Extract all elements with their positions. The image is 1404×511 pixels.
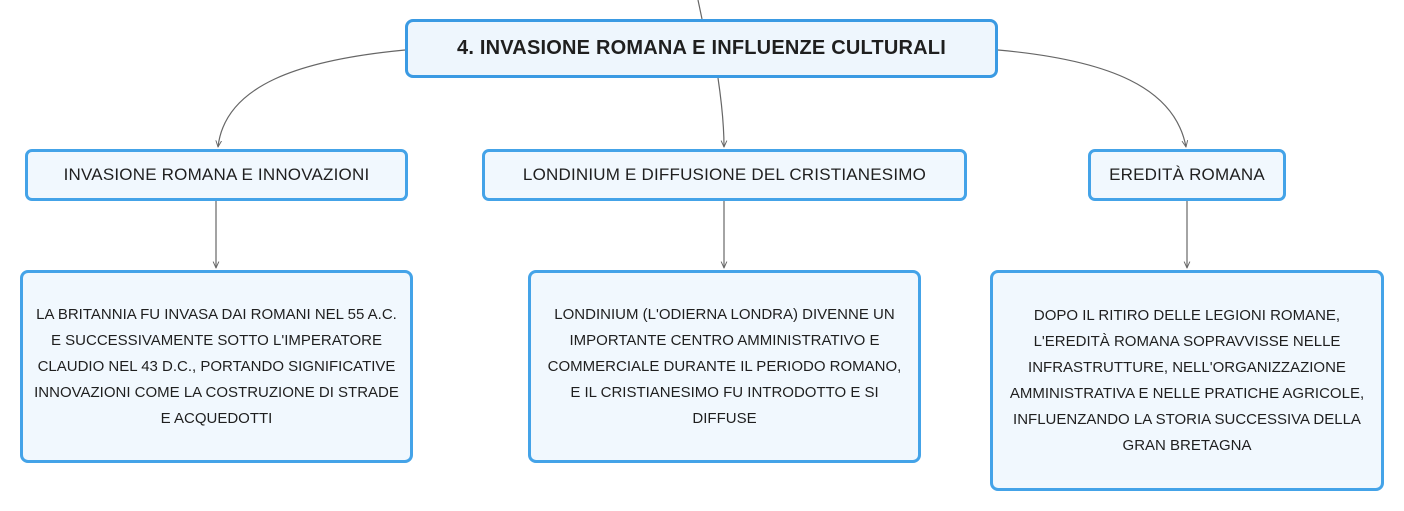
connector-root-to-topic-3 bbox=[997, 49, 1186, 147]
topic-node-label: LONDINIUM E DIFFUSIONE DEL CRISTIANESIMO bbox=[522, 165, 927, 184]
topic-node-label: INVASIONE ROMANA E INNOVAZIONI bbox=[63, 165, 370, 184]
root-node[interactable]: 4. INVASIONE ROMANA E INFLUENZE CULTURAL… bbox=[405, 19, 998, 78]
detail-node-invasione-romana[interactable]: LA BRITANNIA FU INVASA DAI ROMANI NEL 55… bbox=[20, 270, 413, 463]
topic-node-eredita-romana[interactable]: EREDITÀ ROMANA bbox=[1088, 149, 1286, 201]
connector-root-to-topic-2 bbox=[717, 77, 724, 147]
topic-node-invasione-romana[interactable]: INVASIONE ROMANA E INNOVAZIONI bbox=[25, 149, 408, 201]
detail-node-text: DOPO IL RITIRO DELLE LEGIONI ROMANE, L'E… bbox=[1009, 306, 1365, 454]
detail-node-text: LA BRITANNIA FU INVASA DAI ROMANI NEL 55… bbox=[34, 305, 399, 427]
root-node-label: 4. INVASIONE ROMANA E INFLUENZE CULTURAL… bbox=[457, 37, 946, 59]
topic-node-londinium[interactable]: LONDINIUM E DIFFUSIONE DEL CRISTIANESIMO bbox=[482, 149, 967, 201]
incoming-connector bbox=[697, 0, 703, 20]
detail-node-text: LONDINIUM (L'ODIERNA LONDRA) DIVENNE UN … bbox=[547, 305, 902, 427]
connector-root-to-topic-1 bbox=[218, 49, 406, 147]
detail-node-londinium[interactable]: LONDINIUM (L'ODIERNA LONDRA) DIVENNE UN … bbox=[528, 270, 921, 463]
topic-node-label: EREDITÀ ROMANA bbox=[1109, 165, 1265, 184]
detail-node-eredita-romana[interactable]: DOPO IL RITIRO DELLE LEGIONI ROMANE, L'E… bbox=[990, 270, 1384, 491]
